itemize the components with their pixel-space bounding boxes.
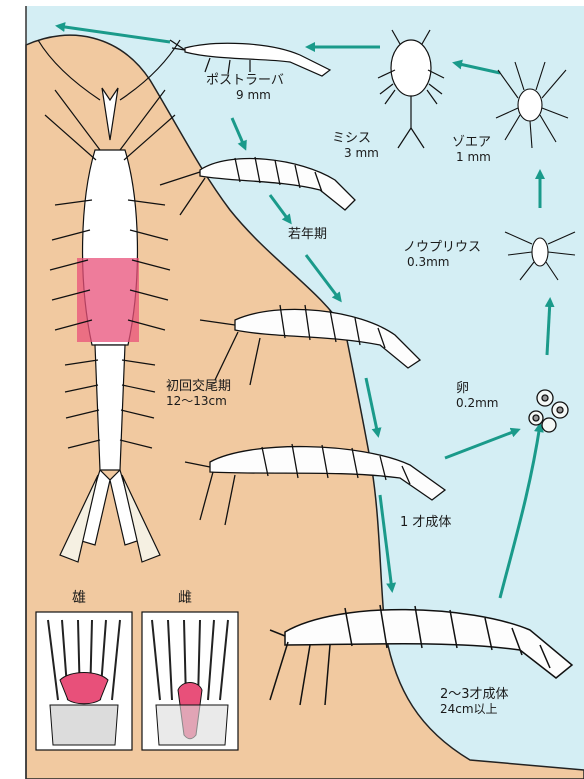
zoea-size: 1 mm — [456, 151, 491, 165]
male-inset — [36, 612, 132, 750]
nauplius-name: ノウプリウス — [403, 241, 481, 256]
first-mating-size: 12～13cm — [166, 395, 231, 409]
adult-2-3-label: 2～3才成体 24cm以上 — [440, 688, 509, 717]
mysis-size: 3 mm — [344, 147, 379, 161]
first-mating-name: 初回交尾期 — [166, 380, 231, 395]
postlarva-name: ポストラーバ — [206, 74, 284, 89]
zoea-label: ゾエア 1 mm — [452, 136, 491, 165]
egg-name: 卵 — [456, 382, 498, 397]
adult-2-3-size: 24cm以上 — [440, 703, 509, 717]
female-inset — [142, 612, 238, 750]
mysis-name: ミシス — [332, 132, 379, 147]
egg-label: 卵 0.2mm — [456, 382, 498, 411]
egg-size: 0.2mm — [456, 397, 498, 411]
highlight-region — [77, 258, 139, 342]
adult-2-3-name: 2～3才成体 — [440, 688, 509, 703]
postlarva-size: 9 mm — [236, 89, 284, 103]
juvenile-label: 若年期 — [288, 228, 327, 243]
adult-1-name: 1 才成体 — [400, 516, 451, 531]
mysis-label: ミシス 3 mm — [332, 132, 379, 161]
nauplius-size: 0.3mm — [407, 256, 481, 270]
female-label: 雌 — [178, 590, 192, 606]
juvenile-name: 若年期 — [288, 228, 327, 243]
postlarva-label: ポストラーバ 9 mm — [206, 74, 284, 103]
adult-1-label: 1 才成体 — [400, 516, 451, 531]
nauplius-label: ノウプリウス 0.3mm — [403, 241, 481, 270]
first-mating-label: 初回交尾期 12～13cm — [166, 380, 231, 409]
male-label: 雄 — [72, 590, 86, 606]
zoea-name: ゾエア — [452, 136, 491, 151]
